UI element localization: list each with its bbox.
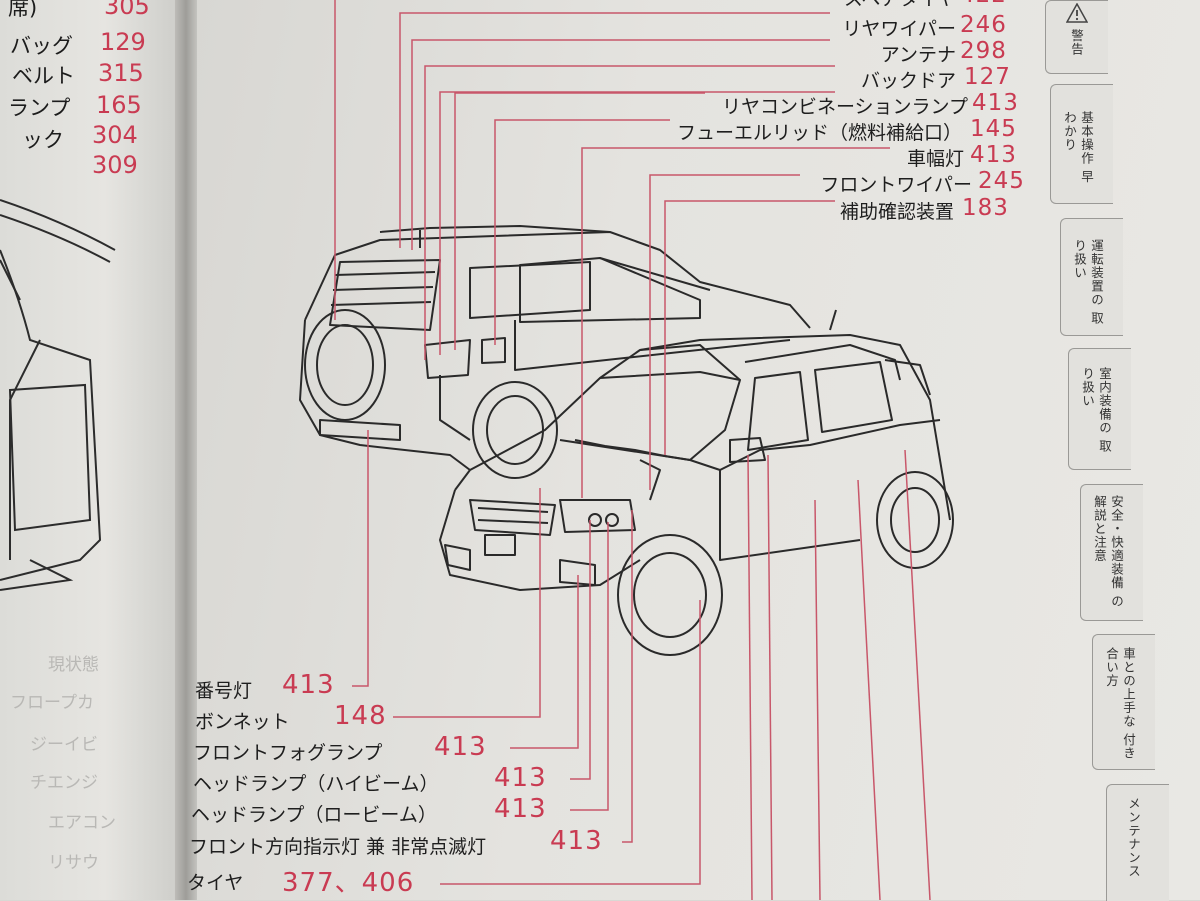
callout-page: 413 bbox=[970, 142, 1017, 168]
callout-page: 145 bbox=[970, 116, 1017, 142]
callout-page: 377、406 bbox=[282, 868, 415, 898]
faint-text: リサウ bbox=[48, 853, 99, 873]
left-index-page: 129 bbox=[100, 28, 146, 56]
book-gutter bbox=[175, 0, 197, 900]
callout-page: 413 bbox=[494, 794, 547, 824]
callout-page: 413 bbox=[434, 732, 487, 762]
callout-page: 246 bbox=[960, 12, 1007, 38]
tab-driving-controls[interactable]: 運転装置の 取り扱い bbox=[1060, 218, 1123, 336]
tab-label: 車との上手な 付き合い方 bbox=[1104, 647, 1136, 760]
faint-text: 現状態 bbox=[48, 655, 99, 675]
callout-label: ヘッドランプ（ロービーム） bbox=[191, 804, 437, 826]
left-index-page: 309 bbox=[92, 151, 138, 179]
callout-label: バックドア bbox=[860, 70, 956, 92]
callout-page: 413 bbox=[494, 763, 547, 793]
callout-label: タイヤ bbox=[187, 872, 244, 894]
left-index-text: 席) bbox=[8, 0, 38, 20]
callout-page: 413 bbox=[282, 670, 335, 700]
tab-label: 安全・快適装備 の解説と注意 bbox=[1092, 495, 1124, 608]
left-index-text: ランプ bbox=[8, 96, 71, 120]
main-page bbox=[197, 0, 1200, 900]
tab-warning[interactable]: 警告 bbox=[1045, 0, 1108, 74]
faint-text: エアコン bbox=[48, 813, 116, 833]
callout-label: フューエルリッド（燃料補給口） bbox=[676, 122, 962, 144]
callout-label: ボンネット bbox=[195, 711, 290, 733]
callout-label: 番号灯 bbox=[195, 680, 253, 702]
callout-page: 413 bbox=[550, 826, 603, 856]
left-index-page: 315 bbox=[98, 59, 144, 87]
callout-label: 車幅灯 bbox=[906, 148, 964, 170]
left-index-page: 305 bbox=[104, 0, 150, 20]
tab-basic-operation[interactable]: 基本操作 早わかり bbox=[1050, 84, 1113, 204]
faint-text: チエンジ bbox=[30, 773, 98, 793]
warning-triangle-icon bbox=[1066, 3, 1088, 23]
callout-label: アンテナ bbox=[880, 44, 956, 66]
callout-label: スペアタイヤ bbox=[844, 0, 956, 11]
callout-page: 183 bbox=[962, 195, 1009, 221]
tab-label: 運転装置の 取り扱い bbox=[1072, 239, 1104, 325]
callout-page: 413 bbox=[972, 90, 1019, 116]
left-index-text: ック bbox=[22, 128, 64, 152]
callout-label: ヘッドランプ（ハイビーム） bbox=[193, 773, 439, 795]
callout-page: 298 bbox=[960, 38, 1007, 64]
callout-page: 127 bbox=[964, 64, 1011, 90]
callout-page: 245 bbox=[978, 168, 1025, 194]
tab-safety-comfort[interactable]: 安全・快適装備 の解説と注意 bbox=[1080, 484, 1143, 621]
left-index-text: ベルト bbox=[12, 64, 75, 88]
tab-label: 基本操作 早わかり bbox=[1062, 111, 1094, 184]
tab-label: 室内装備の 取り扱い bbox=[1080, 367, 1112, 453]
callout-label: フロントワイパー bbox=[820, 174, 972, 196]
callout-label: リヤワイパー bbox=[842, 18, 956, 40]
callout-label: フロントフォグランプ bbox=[193, 742, 383, 764]
callout-label: フロント方向指示灯 兼 非常点滅灯 bbox=[189, 836, 487, 858]
callout-page: 422 bbox=[960, 0, 1007, 8]
tab-label: メンテナンス bbox=[1126, 797, 1141, 878]
faint-text: ジーイビ bbox=[30, 735, 98, 755]
left-index-page: 304 bbox=[92, 121, 138, 149]
left-index-text: バッグ bbox=[10, 34, 73, 58]
callout-page: 148 bbox=[334, 701, 387, 731]
faint-text: フロープカ bbox=[10, 693, 94, 713]
tab-maintenance[interactable]: メンテナンス bbox=[1106, 784, 1169, 901]
left-index-page: 165 bbox=[96, 91, 142, 119]
tab-label: 警告 bbox=[1069, 29, 1084, 56]
callout-label: 補助確認装置 bbox=[839, 201, 954, 223]
tab-interior-equipment[interactable]: 室内装備の 取り扱い bbox=[1068, 348, 1131, 470]
callout-label: リヤコンビネーションランプ bbox=[721, 96, 968, 118]
tab-car-care-tips[interactable]: 車との上手な 付き合い方 bbox=[1092, 634, 1155, 770]
